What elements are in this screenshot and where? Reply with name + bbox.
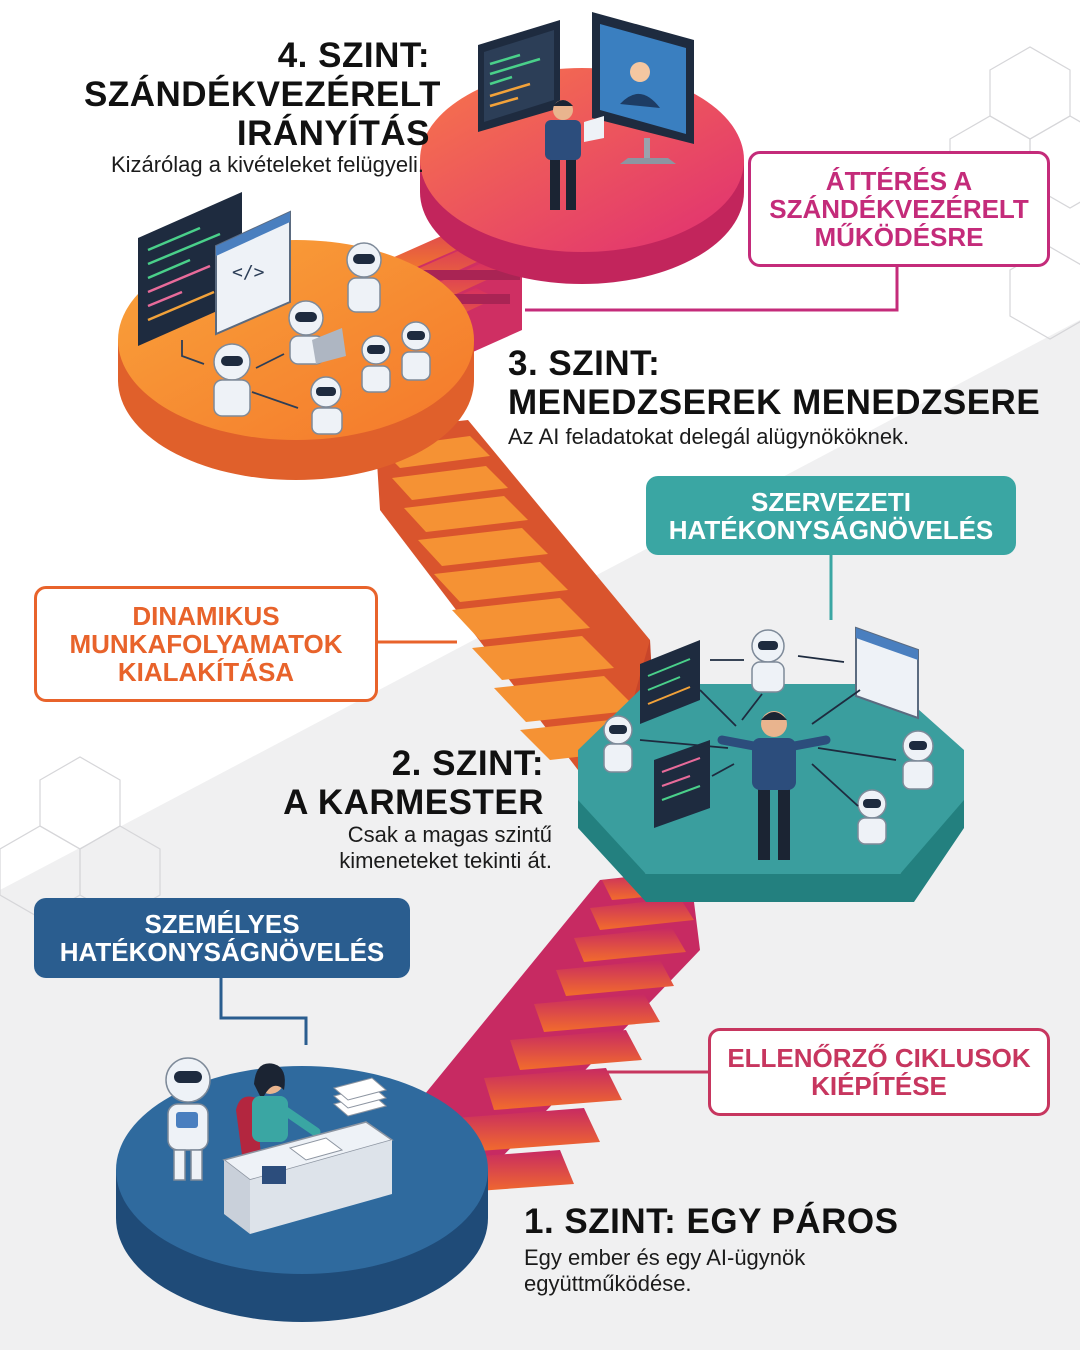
callout-personal-efficiency: SZEMÉLYES HATÉKONYSÁGNÖVELÉS <box>34 898 410 978</box>
callout-dynamic-line-1: DINAMIKUS <box>132 601 280 631</box>
callout-personal-line-2: HATÉKONYSÁGNÖVELÉS <box>59 937 385 967</box>
level-2-title-line-1: 2. SZINT: <box>391 744 544 783</box>
level-4-title-line-1: 4. SZINT: <box>277 36 430 75</box>
level-4-title: 4. SZINT: SZÁNDÉKVEZÉRELT IRÁNYÍTÁS <box>84 36 441 153</box>
callout-dynamic-workflows: DINAMIKUS MUNKAFOLYAMATOK KIALAKÍTÁSA <box>34 586 378 702</box>
callout-org-line-1: SZERVEZETI <box>751 486 911 517</box>
callout-intent-line-1: ÁTTÉRÉS A <box>825 166 973 196</box>
level-3-title: 3. SZINT: MENEDZSEREK MENEDZSERE <box>508 344 1048 422</box>
level-4-title-line-2: SZÁNDÉKVEZÉRELT <box>84 75 441 114</box>
svg-text:</>: </> <box>232 262 265 283</box>
level-1-description-line-1: Egy ember és egy AI-ügynök <box>524 1245 806 1270</box>
level-3-description: Az AI feladatokat delegál alügynököknek. <box>508 424 910 449</box>
level-4-description: Kizárólag a kivételeket felügyeli. <box>110 152 424 177</box>
level-2-description-line-1: Csak a magas szintű <box>347 822 552 847</box>
level-2-description-line-2: kimeneteket tekinti át. <box>339 848 552 873</box>
level-2-title: 2. SZINT: A KARMESTER <box>220 744 544 822</box>
callout-intent-driven-transition: ÁTTÉRÉS A SZÁNDÉKVEZÉRELT MŰKÖDÉSRE <box>748 151 1050 267</box>
callout-dynamic-line-3: KIALAKÍTÁSA <box>117 657 295 687</box>
level-3-title-line-1: 3. SZINT: <box>508 344 661 383</box>
callout-intent-line-3: MŰKÖDÉSRE <box>814 222 984 252</box>
level-1-description-line-2: együttműködése. <box>524 1271 692 1296</box>
level-2-description: Csak a magas szintű kimeneteket tekinti … <box>200 822 552 874</box>
level-4-title-line-3: IRÁNYÍTÁS <box>236 114 430 153</box>
level-3-title-line-2: MENEDZSEREK MENEDZSERE <box>508 383 1041 422</box>
level-1-title: 1. SZINT: EGY PÁROS <box>524 1202 899 1241</box>
callout-org-line-2: HATÉKONYSÁGNÖVELÉS <box>668 514 994 545</box>
level-2-platform <box>578 626 964 902</box>
callout-control-line-2: KIÉPÍTÉSE <box>811 1071 947 1101</box>
level-1-platform <box>116 1057 488 1322</box>
callout-dynamic-line-2: MUNKAFOLYAMATOK <box>69 629 343 659</box>
level-1-description: Egy ember és egy AI-ügynök együttműködés… <box>524 1245 1054 1297</box>
callout-control-line-1: ELLENŐRZŐ CIKLUSOK <box>727 1043 1031 1073</box>
callout-intent-line-2: SZÁNDÉKVEZÉRELT <box>769 194 1029 224</box>
callout-control-loops: ELLENŐRZŐ CIKLUSOK KIÉPÍTÉSE <box>708 1028 1050 1116</box>
level-2-title-line-2: A KARMESTER <box>283 783 544 822</box>
callout-organizational-efficiency: SZERVEZETI HATÉKONYSÁGNÖVELÉS <box>646 476 1016 555</box>
level-4-platform <box>420 12 744 284</box>
level-3-platform: </> <box>118 192 474 480</box>
callout-personal-line-1: SZEMÉLYES <box>144 909 300 939</box>
